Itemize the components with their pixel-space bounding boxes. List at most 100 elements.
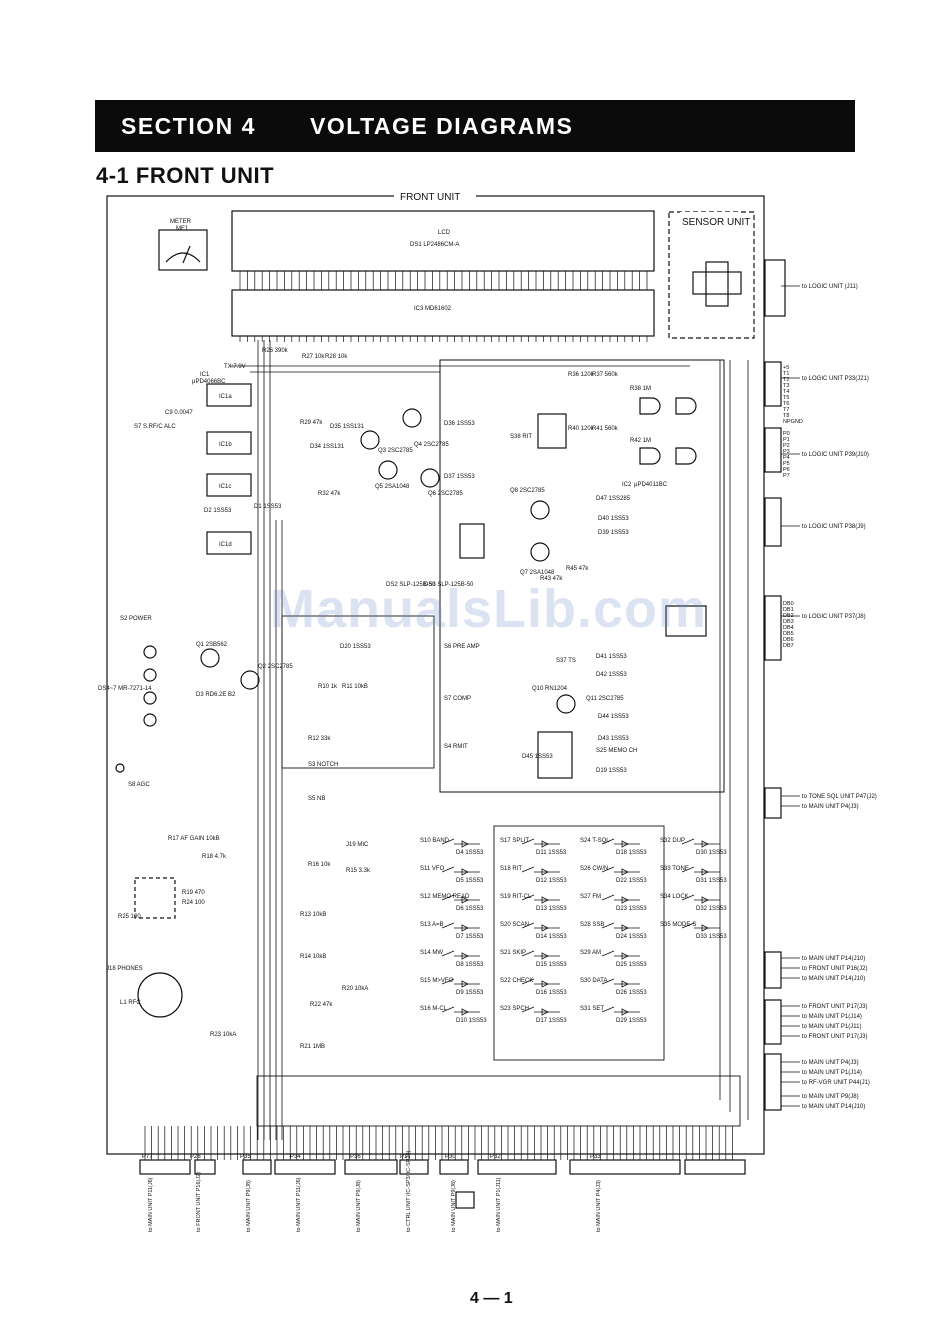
lcd-display bbox=[231, 210, 655, 272]
component-label-d20: D20 1SS53 bbox=[340, 644, 371, 650]
switch-diode-label: D11 1SS53 bbox=[536, 850, 567, 856]
ground-icon bbox=[115, 763, 125, 773]
switch-label: S18 RIT bbox=[500, 866, 522, 872]
bottom-connector-ref: P32 bbox=[490, 1154, 501, 1160]
switch-icon bbox=[601, 838, 615, 845]
component-label-r16: R16 10k bbox=[308, 862, 331, 868]
component-label-d19: D19 1SS53 bbox=[596, 768, 627, 774]
ic1-label: IC1 bbox=[200, 372, 210, 378]
switch-diode-label: D12 1SS53 bbox=[536, 878, 567, 884]
component-label-d47: D47 1SS285 bbox=[596, 496, 631, 502]
connector-j21 bbox=[764, 427, 782, 473]
switch-diode-label: D4 1SS53 bbox=[456, 850, 484, 856]
switch-icon bbox=[441, 866, 455, 873]
switch-label: S23 SPCH bbox=[500, 1006, 529, 1012]
component-label-s25: S25 MEMO CH bbox=[596, 748, 637, 754]
pin-label: P5 bbox=[783, 461, 790, 467]
bottom-connector-label: to MAIN UNIT P4(J3) bbox=[596, 1180, 602, 1232]
bottom-connector-ref: P33 bbox=[590, 1154, 601, 1160]
switch-icon bbox=[601, 950, 615, 957]
switch-icon bbox=[521, 978, 535, 985]
ic1b-label: IC1b bbox=[219, 442, 232, 448]
ic1d-block bbox=[206, 531, 252, 555]
component-label-d37: D37 1SS53 bbox=[444, 474, 475, 480]
bottom-connector-label: to MAIN UNIT P11(J6) bbox=[148, 1177, 154, 1232]
switch-icon bbox=[521, 922, 535, 929]
component-label-ds3: DS3 SLP-125B-50 bbox=[424, 582, 474, 588]
switch-label: S31 SET bbox=[580, 1006, 604, 1012]
right-connector-label: to MAIN UNIT P4(J3) bbox=[802, 804, 859, 810]
switch-label: S11 VFO bbox=[420, 866, 445, 872]
connector-j20 bbox=[764, 361, 782, 407]
component-label-d3: D3 RD6.2E B2 bbox=[196, 692, 236, 698]
component-label-q1: Q1 2SB562 bbox=[196, 642, 228, 648]
component-label-q8: Q8 2SC2785 bbox=[510, 488, 545, 494]
component-label-d40: D40 1SS53 bbox=[598, 516, 629, 522]
switch-label: S33 TONE bbox=[660, 866, 689, 872]
right-connector-label: to FRONT UNIT P16(J2) bbox=[802, 966, 867, 972]
pin-label: T4 bbox=[783, 389, 789, 395]
component-label-q10: Q10 RN1204 bbox=[532, 686, 568, 692]
lamp-icon bbox=[143, 668, 157, 682]
switch-diode-label: D15 1SS53 bbox=[536, 962, 567, 968]
switch-diode-label: D32 1SS53 bbox=[696, 906, 727, 912]
bottom-connector-ref: P28 bbox=[190, 1154, 201, 1160]
p1-connector bbox=[455, 1191, 475, 1209]
component-label-s5: S5 NB bbox=[308, 796, 325, 802]
switch-diode-label: D26 1SS53 bbox=[616, 990, 647, 996]
component-label-q3: Q3 2SC2785 bbox=[378, 448, 413, 454]
right-connector-label: to MAIN UNIT P1(J14) bbox=[802, 1014, 862, 1020]
lamp-icon bbox=[143, 691, 157, 705]
component-label-r14: R14 10kB bbox=[300, 954, 326, 960]
bottom-connector bbox=[194, 1159, 216, 1175]
component-label-r25: R25 100 bbox=[118, 914, 141, 920]
connector-p31 bbox=[764, 787, 782, 819]
bottom-connector-ref: P1 bbox=[400, 1154, 408, 1160]
switch-label: S13 A=B bbox=[420, 922, 444, 928]
component-label-d41: D41 1SS53 bbox=[596, 654, 627, 660]
switch-diode-label: D10 1SS53 bbox=[456, 1018, 487, 1024]
switch-diode-label: D17 1SS53 bbox=[536, 1018, 567, 1024]
component-label-s3: S3 NOTCH bbox=[308, 762, 338, 768]
connector-j22 bbox=[764, 497, 782, 547]
component-label-s8: S8 AGC bbox=[128, 782, 150, 788]
component-label-j19: J19 MIC bbox=[346, 842, 369, 848]
switch-icon bbox=[441, 894, 455, 901]
switch-icon bbox=[681, 866, 695, 873]
component-label-r10: R10 1k bbox=[318, 684, 338, 690]
component-label-s6: S6 PRE AMP bbox=[444, 644, 480, 650]
component-label-s7: S7 S.RF/C ALC bbox=[134, 424, 176, 430]
switch-icon bbox=[521, 838, 535, 845]
component-label-l1: L1 RFC bbox=[120, 1000, 141, 1006]
ic1d-label: IC1d bbox=[219, 542, 232, 548]
switch-diode-label: D13 1SS53 bbox=[536, 906, 567, 912]
ic2-block bbox=[665, 605, 707, 637]
right-connector-label: to MAIN UNIT P14(J10) bbox=[802, 956, 865, 962]
switch-icon bbox=[601, 1006, 615, 1013]
component-label-r20: R20 10kA bbox=[342, 986, 368, 992]
ic1a-label: IC1a bbox=[219, 394, 232, 400]
component-label-d39: D39 1SS53 bbox=[598, 530, 629, 536]
page-subheading: 4-1 FRONT UNIT bbox=[96, 163, 275, 188]
switch-label: S28 SSB bbox=[580, 922, 604, 928]
pin-label: DB3 bbox=[783, 619, 794, 625]
pin-label: P4 bbox=[783, 455, 790, 461]
ic2-part: μPD4011BC bbox=[634, 482, 668, 488]
switch-label: S26 CW/N bbox=[580, 866, 608, 872]
front-unit-label: FRONT UNIT bbox=[400, 192, 460, 203]
component-label-r19: R19 470 bbox=[182, 890, 205, 896]
component-label-q4: Q4 2SC2785 bbox=[414, 442, 449, 448]
switch-icon bbox=[681, 894, 695, 901]
switch-diode-label: D23 1SS53 bbox=[616, 906, 647, 912]
transistor-icon bbox=[378, 460, 398, 480]
right-connector-label: to LOGIC UNIT (J11) bbox=[802, 284, 858, 290]
switch-label: S19 RIT-CL bbox=[500, 894, 532, 900]
pin-label: T2 bbox=[783, 377, 789, 383]
switch-icon bbox=[441, 1006, 455, 1013]
right-connector-label: to LOGIC UNIT P39(J10) bbox=[802, 452, 869, 458]
pin-label: T3 bbox=[783, 383, 789, 389]
pin-label: T6 bbox=[783, 401, 789, 407]
right-connector-label: to RF-VGR UNIT P44(J1) bbox=[802, 1080, 870, 1086]
switch-diode-label: D7 1SS53 bbox=[456, 934, 484, 940]
connector-p30 bbox=[764, 1053, 782, 1111]
